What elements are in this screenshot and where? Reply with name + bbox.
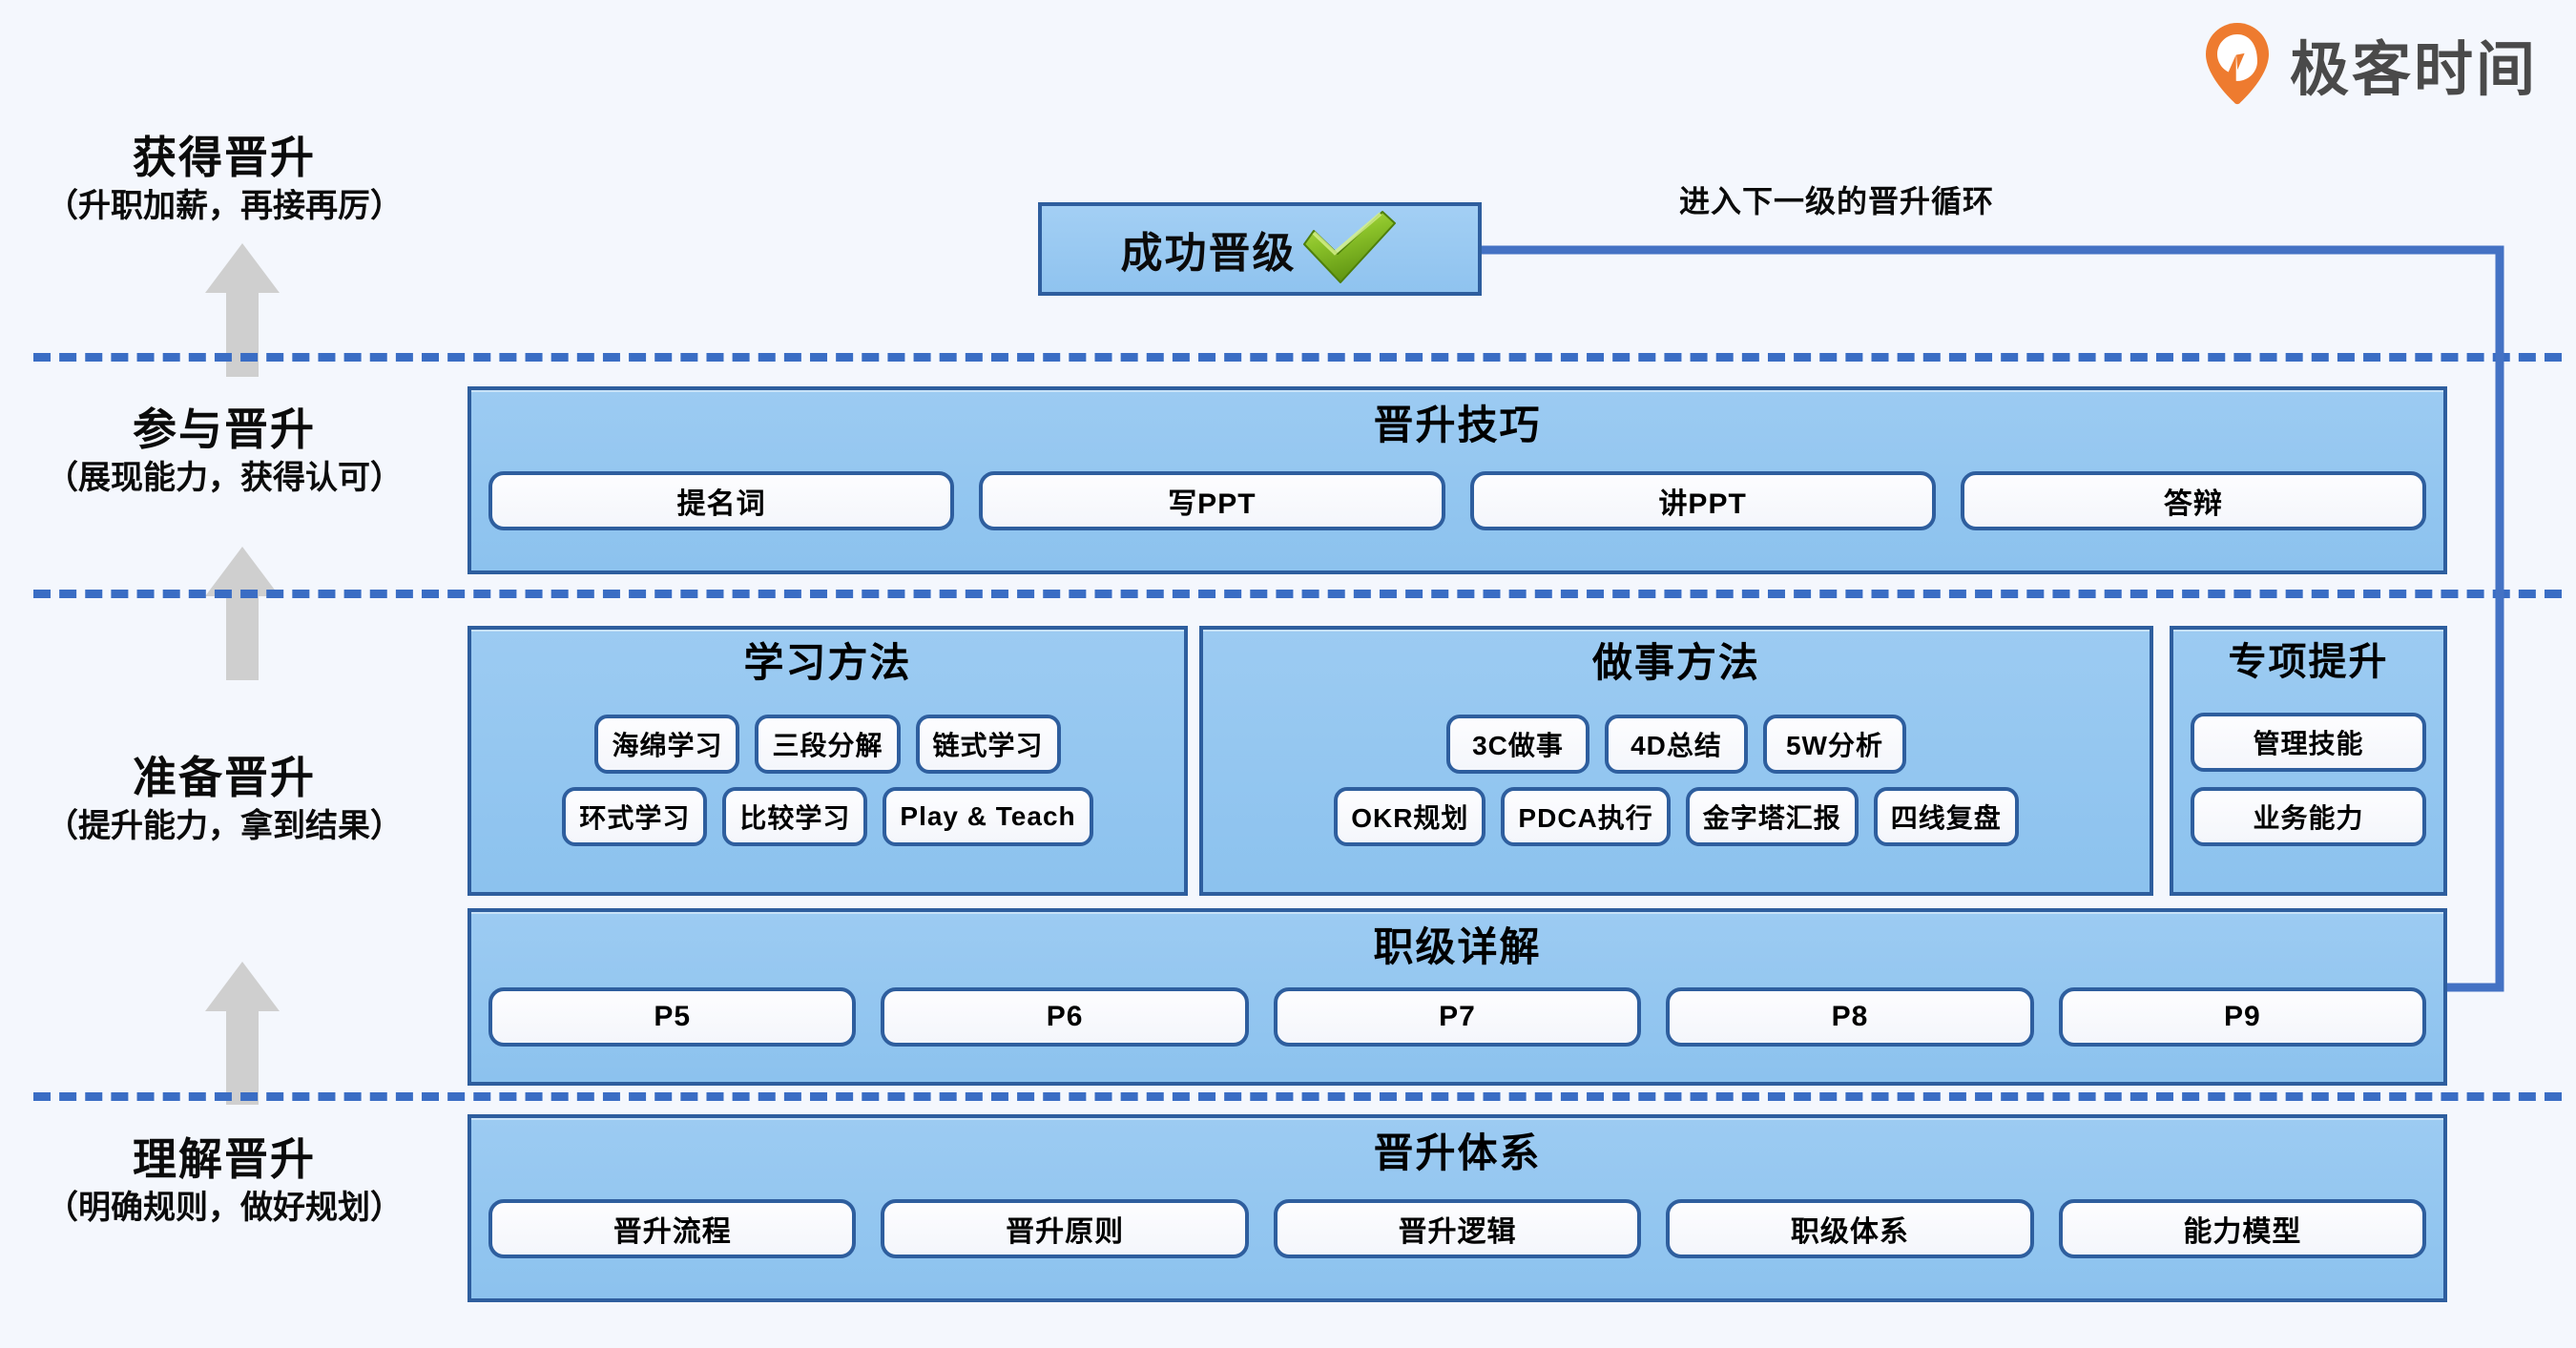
chip-item[interactable]: 海绵学习 [594, 714, 740, 774]
success-promotion-box[interactable]: 成功晋级 [1038, 202, 1482, 296]
chip-item[interactable]: OKR规划 [1334, 786, 1486, 846]
group-items: P5 P6 P7 P8 P9 [471, 967, 2443, 1082]
orange-pin-icon [2202, 21, 2273, 107]
chip-item[interactable]: 四线复盘 [1873, 786, 2019, 846]
group-items: 管理技能 业务能力 [2173, 681, 2443, 892]
chip-item[interactable]: 3C做事 [1446, 714, 1589, 774]
chip-item[interactable]: 业务能力 [2191, 786, 2426, 846]
loop-label: 进入下一级的晋升循环 [1679, 184, 1995, 218]
group-items: 晋升流程 晋升原则 晋升逻辑 职级体系 能力模型 [471, 1173, 2443, 1298]
green-check-icon [1298, 208, 1400, 290]
stage-divider-2 [33, 590, 2562, 598]
group-title: 做事方法 [1591, 640, 1760, 685]
group-special-improvement[interactable]: 专项提升 管理技能 业务能力 [2170, 626, 2447, 896]
stage-subtitle: （提升能力，拿到结果） [46, 807, 403, 844]
group-promotion-system[interactable]: 晋升体系 晋升流程 晋升原则 晋升逻辑 职级体系 能力模型 [467, 1114, 2447, 1302]
chip-item[interactable]: 管理技能 [2191, 712, 2426, 772]
stage-label-4: 理解晋升 （明确规则，做好规划） [0, 1134, 448, 1227]
chip-item[interactable]: P7 [1273, 987, 1642, 1047]
chip-item[interactable]: 链式学习 [915, 714, 1061, 774]
chip-item[interactable]: 比较学习 [722, 786, 868, 846]
chip-item[interactable]: 5W分析 [1763, 714, 1906, 774]
chip-item[interactable]: 环式学习 [562, 786, 708, 846]
chip-item[interactable]: P9 [2058, 987, 2427, 1047]
chip-item[interactable]: 4D总结 [1605, 714, 1748, 774]
stage-subtitle: （明确规则，做好规划） [46, 1189, 403, 1226]
group-items: 海绵学习 三段分解 链式学习 环式学习 比较学习 Play & Teach [471, 683, 1184, 892]
chip-item[interactable]: 讲PPT [1469, 470, 1936, 530]
chip-item[interactable]: P6 [881, 987, 1249, 1047]
brand-name: 极客时间 [2289, 37, 2538, 103]
group-items-row: OKR规划 PDCA执行 金字塔汇报 四线复盘 [1220, 786, 2132, 846]
stage-title: 准备晋升 [133, 753, 316, 802]
chip-item[interactable]: P5 [488, 987, 857, 1047]
stage-label-1: 获得晋升 （升职加薪，再接再厉） [0, 133, 448, 225]
group-title: 晋升体系 [1373, 1130, 1542, 1175]
success-label: 成功晋级 [1120, 230, 1297, 277]
chip-item[interactable]: 职级体系 [1666, 1198, 2034, 1258]
stage-title: 获得晋升 [133, 133, 316, 182]
group-items-row: 环式学习 比较学习 Play & Teach [488, 786, 1167, 846]
group-level-detail[interactable]: 职级详解 P5 P6 P7 P8 P9 [467, 908, 2447, 1086]
stage-label-2: 参与晋升 （展现能力，获得认可） [0, 404, 448, 497]
stage-subtitle: （展现能力，获得认可） [46, 459, 403, 496]
chip-item[interactable]: 三段分解 [755, 714, 901, 774]
stage-title: 参与晋升 [133, 404, 316, 454]
group-items: 3C做事 4D总结 5W分析 OKR规划 PDCA执行 金字塔汇报 四线复盘 [1203, 683, 2150, 892]
group-items-row: 海绵学习 三段分解 链式学习 [488, 714, 1167, 774]
progress-arrow-up-3 [205, 962, 280, 1105]
group-study-methods[interactable]: 学习方法 海绵学习 三段分解 链式学习 环式学习 比较学习 Play & Tea… [467, 626, 1188, 896]
chip-item[interactable]: 晋升逻辑 [1273, 1198, 1642, 1258]
chip-item[interactable]: 写PPT [979, 470, 1445, 530]
stage-divider-1 [33, 353, 2562, 362]
chip-item[interactable]: P8 [1666, 987, 2034, 1047]
group-items: 提名词 写PPT 讲PPT 答辩 [471, 446, 2443, 570]
group-promotion-skills[interactable]: 晋升技巧 提名词 写PPT 讲PPT 答辩 [467, 386, 2447, 574]
group-items-row: 3C做事 4D总结 5W分析 [1220, 714, 2132, 774]
brand-logo: 极客时间 [2202, 21, 2538, 107]
group-title: 专项提升 [2228, 641, 2389, 683]
chip-item[interactable]: PDCA执行 [1501, 786, 1671, 846]
chip-item[interactable]: 提名词 [488, 470, 955, 530]
chip-item[interactable]: 金字塔汇报 [1685, 786, 1859, 846]
stage-title: 理解晋升 [133, 1134, 316, 1184]
group-title: 职级详解 [1373, 924, 1542, 969]
group-title: 学习方法 [743, 640, 912, 685]
stage-divider-3 [33, 1092, 2562, 1101]
progress-arrow-up-1 [205, 243, 280, 377]
chip-item[interactable]: 晋升原则 [881, 1198, 1249, 1258]
chip-item[interactable]: Play & Teach [883, 786, 1093, 846]
stage-subtitle: （升职加薪，再接再厉） [46, 187, 403, 224]
chip-item[interactable]: 答辩 [1960, 470, 2426, 530]
group-work-methods[interactable]: 做事方法 3C做事 4D总结 5W分析 OKR规划 PDCA执行 金字塔汇报 四… [1199, 626, 2153, 896]
stage-label-3: 准备晋升 （提升能力，拿到结果） [0, 753, 448, 845]
group-title: 晋升技巧 [1373, 403, 1542, 447]
chip-item[interactable]: 晋升流程 [488, 1198, 857, 1258]
chip-item[interactable]: 能力模型 [2058, 1198, 2427, 1258]
progress-arrow-up-2 [205, 547, 280, 680]
